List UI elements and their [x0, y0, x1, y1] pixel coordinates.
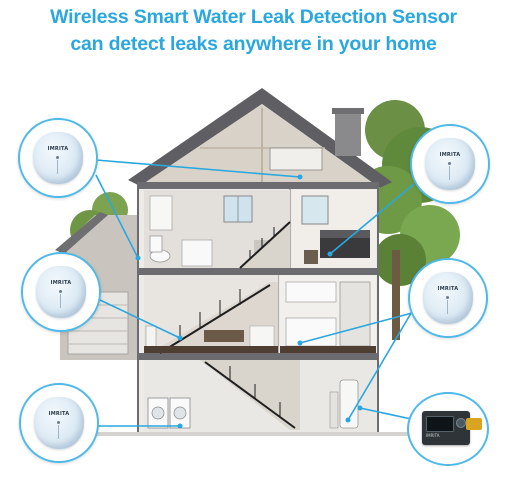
sensor-callout-attic: IMRITA	[18, 118, 98, 198]
basement	[144, 360, 376, 433]
sensor-placement-dots	[135, 174, 363, 429]
shutoff-valve-controller-icon: IMRITA	[422, 411, 470, 445]
sensor-probe-icon	[447, 300, 448, 314]
valve-icon	[466, 418, 482, 430]
sensor-callout-living-room: IMRITA	[21, 252, 101, 332]
staircase-upper	[239, 220, 291, 269]
water-leak-sensor-icon: IMRITA	[425, 138, 475, 190]
ground	[30, 432, 470, 436]
connector-lines	[95, 159, 421, 427]
sensor-callout-kitchen: IMRITA	[408, 258, 488, 338]
sensor-probe-icon	[57, 160, 58, 174]
water-leak-sensor-icon: IMRITA	[36, 266, 86, 318]
sensor-indicator-icon	[57, 421, 60, 424]
sensor-probe-icon	[60, 294, 61, 308]
gateway-callout: IMRITA	[407, 392, 489, 466]
sensor-indicator-icon	[446, 296, 449, 299]
kitchen	[280, 275, 376, 353]
controller-screen	[426, 416, 454, 432]
controller-brand-label: IMRITA	[426, 433, 440, 438]
sensor-brand-label: IMRITA	[48, 411, 70, 417]
sensor-probe-icon	[449, 166, 450, 180]
water-leak-sensor-icon: IMRITA	[423, 272, 473, 324]
sensor-indicator-icon	[448, 162, 451, 165]
sensor-callout-basement: IMRITA	[19, 383, 99, 463]
sensor-indicator-icon	[59, 290, 62, 293]
sensor-indicator-icon	[56, 156, 59, 159]
water-leak-sensor-icon: IMRITA	[33, 132, 83, 184]
bedroom	[292, 190, 376, 268]
sensor-brand-label: IMRITA	[439, 152, 461, 158]
headline: Wireless Smart Water Leak Detection Sens…	[0, 4, 507, 58]
roof	[128, 88, 392, 188]
sensor-brand-label: IMRITA	[47, 146, 69, 152]
sensor-callout-bedroom: IMRITA	[410, 124, 490, 204]
living-room	[144, 275, 278, 354]
headline-line-1: Wireless Smart Water Leak Detection Sens…	[50, 6, 457, 28]
controller-button-icon	[456, 418, 466, 428]
sensor-brand-label: IMRITA	[50, 280, 72, 286]
water-leak-sensor-icon: IMRITA	[34, 397, 84, 449]
sensor-probe-icon	[58, 425, 59, 439]
headline-line-2: can detect leaks anywhere in your home	[70, 33, 437, 55]
sensor-brand-label: IMRITA	[437, 286, 459, 292]
